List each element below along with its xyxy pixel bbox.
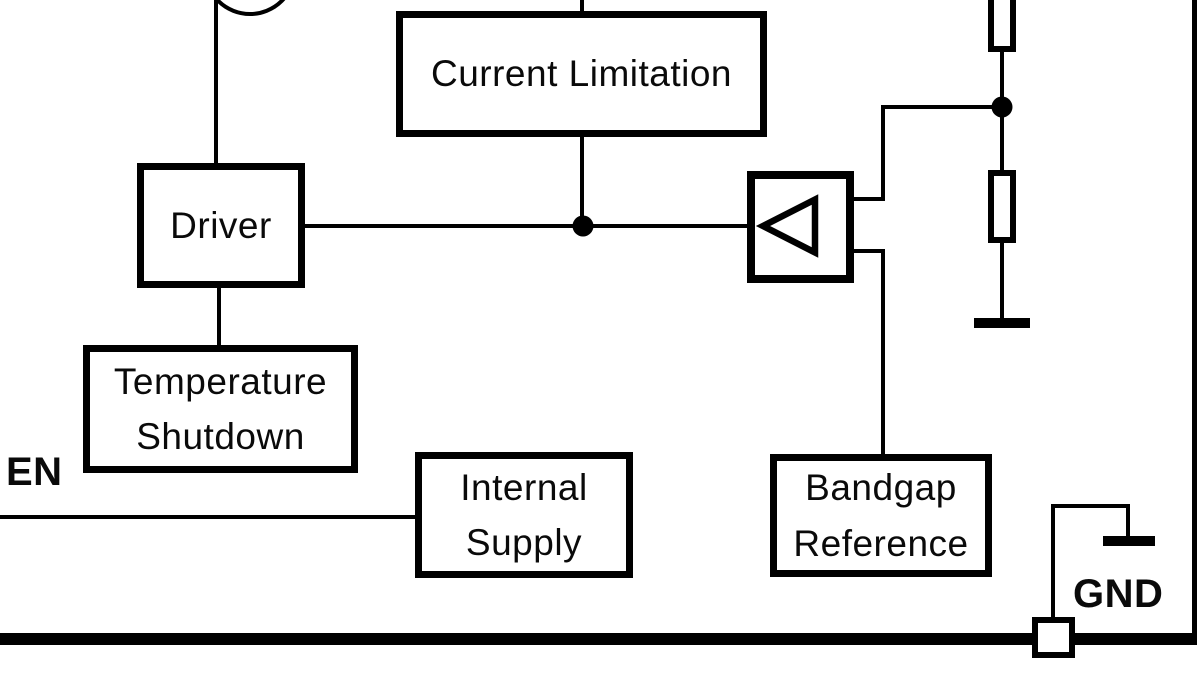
block-internal-supply: Internal Supply <box>415 452 633 578</box>
junction-dot-driver-output <box>572 215 594 237</box>
block-temperature-shutdown: Temperature Shutdown <box>83 345 358 473</box>
block-bandgap-reference: Bandgap Reference <box>770 454 992 577</box>
block-temperature-shutdown-label-line1: Temperature <box>113 360 328 402</box>
block-current-limitation: Current Limitation <box>396 11 767 137</box>
block-driver: Driver <box>137 163 305 288</box>
feedback-resistor-top-icon <box>988 0 1016 52</box>
wire-error-amp-to-feedback-node <box>852 105 998 201</box>
gnd-pin-pad <box>1032 617 1075 658</box>
block-bandgap-reference-label-line1: Bandgap <box>805 467 957 508</box>
block-internal-supply-label-line2: Supply <box>465 522 583 563</box>
block-driver-label: Driver <box>170 204 272 246</box>
block-temperature-shutdown-label-line2: Shutdown <box>136 416 305 457</box>
error-amp-triangle-icon <box>755 194 819 258</box>
pin-label-en: EN <box>6 450 63 494</box>
pin-label-gnd: GND <box>1073 572 1164 616</box>
block-internal-supply-label-line1: Internal <box>460 466 588 508</box>
feedback-resistor-bottom-icon <box>988 170 1016 243</box>
wire-gnd-pin-to-ground <box>1051 504 1130 620</box>
block-bandgap-reference-label-line2: Reference <box>793 522 969 564</box>
wire-error-amp-to-bandgap <box>852 249 885 457</box>
block-current-limitation-label: Current Limitation <box>430 53 732 95</box>
pass-device-circle-icon <box>214 0 286 16</box>
